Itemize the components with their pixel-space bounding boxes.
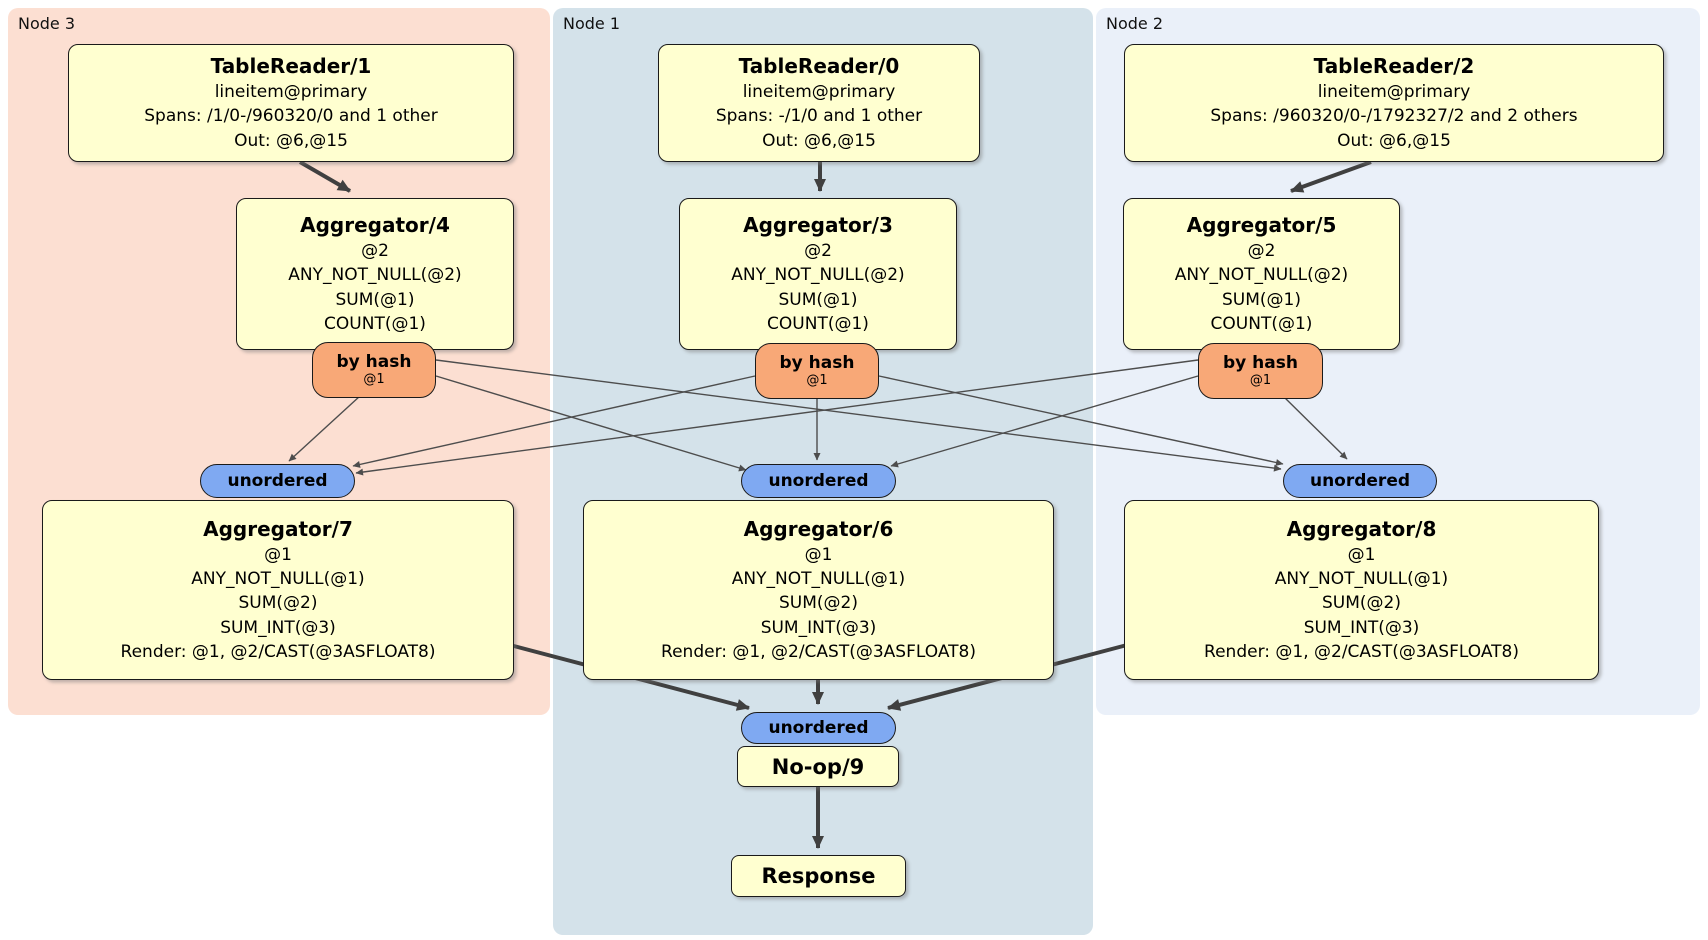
aggregator7-box: Aggregator/7 @1 ANY_NOT_NULL(@1) SUM(@2)… [42,500,514,680]
unordered-sync-node2-label: unordered [1309,471,1411,491]
aggregator5-title: Aggregator/5 [1186,213,1337,238]
aggregator4-agg: SUM(@1) [335,289,415,310]
aggregator4-agg: ANY_NOT_NULL(@2) [288,265,462,286]
aggregator5-agg: COUNT(@1) [1210,313,1313,334]
tablereader1-box: TableReader/1 lineitem@primary Spans: /1… [68,44,514,162]
aggregator7-render: Render: @1, @2/CAST(@3ASFLOAT8) [120,641,436,662]
noop-box: No-op/9 [737,746,899,787]
unordered-sync-final-label: unordered [768,718,869,738]
aggregator8-box: Aggregator/8 @1 ANY_NOT_NULL(@1) SUM(@2)… [1124,500,1599,680]
aggregator7-agg: SUM(@2) [238,593,318,614]
aggregator7-groupby: @1 [264,545,292,566]
aggregator3-agg: COUNT(@1) [767,313,869,334]
aggregator5-agg: SUM(@1) [1222,289,1301,310]
unordered-sync-final: unordered [741,712,896,744]
aggregator6-render: Render: @1, @2/CAST(@3ASFLOAT8) [661,641,976,662]
aggregator6-agg: SUM_INT(@3) [760,617,877,638]
tablereader1-spans: Spans: /1/0-/960320/0 and 1 other [144,106,438,127]
aggregator7-title: Aggregator/7 [203,517,353,542]
tablereader1-index: lineitem@primary [214,82,368,103]
aggregator8-render: Render: @1, @2/CAST(@3ASFLOAT8) [1204,641,1519,662]
tablereader2-spans: Spans: /960320/0-/1792327/2 and 2 others [1210,106,1578,127]
tablereader2-box: TableReader/2 lineitem@primary Spans: /9… [1124,44,1664,162]
unordered-sync-node3-label: unordered [227,471,328,491]
aggregator6-agg: SUM(@2) [779,593,858,614]
node1-region-label: Node 1 [563,14,621,33]
noop-title: No-op/9 [771,754,865,779]
hash-router-node1: by hash @1 [755,343,879,399]
tablereader0-spans: Spans: -/1/0 and 1 other [715,106,923,127]
hash-router-node2-label: by hash [1223,353,1298,373]
aggregator3-groupby: @2 [804,241,832,262]
node2-region-label: Node 2 [1106,14,1164,33]
tablereader0-box: TableReader/0 lineitem@primary Spans: -/… [658,44,980,162]
aggregator7-agg: ANY_NOT_NULL(@1) [191,569,365,590]
aggregator3-agg: SUM(@1) [778,289,858,310]
unordered-sync-node3: unordered [200,464,355,498]
tablereader1-title: TableReader/1 [210,54,372,79]
unordered-sync-node1-label: unordered [768,471,869,491]
tablereader2-out: Out: @6,@15 [1337,130,1451,151]
hash-router-node2-key: @1 [1249,373,1272,389]
tablereader2-index: lineitem@primary [1317,82,1471,103]
aggregator8-groupby: @1 [1347,545,1376,566]
tablereader0-title: TableReader/0 [738,54,900,79]
aggregator3-title: Aggregator/3 [743,213,893,238]
response-box: Response [731,855,906,897]
aggregator6-box: Aggregator/6 @1 ANY_NOT_NULL(@1) SUM(@2)… [583,500,1054,680]
aggregator4-box: Aggregator/4 @2 ANY_NOT_NULL(@2) SUM(@1)… [236,198,514,350]
unordered-sync-node2: unordered [1283,464,1437,498]
hash-router-node3-key: @1 [363,372,385,388]
aggregator8-agg: ANY_NOT_NULL(@1) [1274,569,1449,590]
aggregator8-title: Aggregator/8 [1286,517,1437,542]
hash-router-node2: by hash @1 [1198,343,1323,399]
tablereader1-out: Out: @6,@15 [234,130,348,151]
hash-router-node3: by hash @1 [312,342,436,398]
aggregator6-groupby: @1 [804,545,833,566]
aggregator6-title: Aggregator/6 [743,517,894,542]
aggregator5-groupby: @2 [1247,241,1276,262]
response-title: Response [761,864,876,888]
aggregator5-agg: ANY_NOT_NULL(@2) [1174,265,1349,286]
unordered-sync-node1: unordered [741,464,896,498]
hash-router-node3-label: by hash [336,352,412,372]
tablereader2-title: TableReader/2 [1313,54,1475,79]
aggregator6-agg: ANY_NOT_NULL(@1) [731,569,906,590]
tablereader0-index: lineitem@primary [742,82,896,103]
hash-router-node1-key: @1 [806,373,828,389]
aggregator5-box: Aggregator/5 @2 ANY_NOT_NULL(@2) SUM(@1)… [1123,198,1400,350]
node3-region-label: Node 3 [18,14,76,33]
aggregator4-groupby: @2 [361,241,389,262]
aggregator8-agg: SUM_INT(@3) [1303,617,1420,638]
aggregator8-agg: SUM(@2) [1322,593,1401,614]
tablereader0-out: Out: @6,@15 [762,130,876,151]
aggregator7-agg: SUM_INT(@3) [220,617,336,638]
aggregator4-agg: COUNT(@1) [324,313,426,334]
aggregator3-box: Aggregator/3 @2 ANY_NOT_NULL(@2) SUM(@1)… [679,198,957,350]
aggregator3-agg: ANY_NOT_NULL(@2) [731,265,905,286]
hash-router-node1-label: by hash [779,353,855,373]
aggregator4-title: Aggregator/4 [300,213,450,238]
